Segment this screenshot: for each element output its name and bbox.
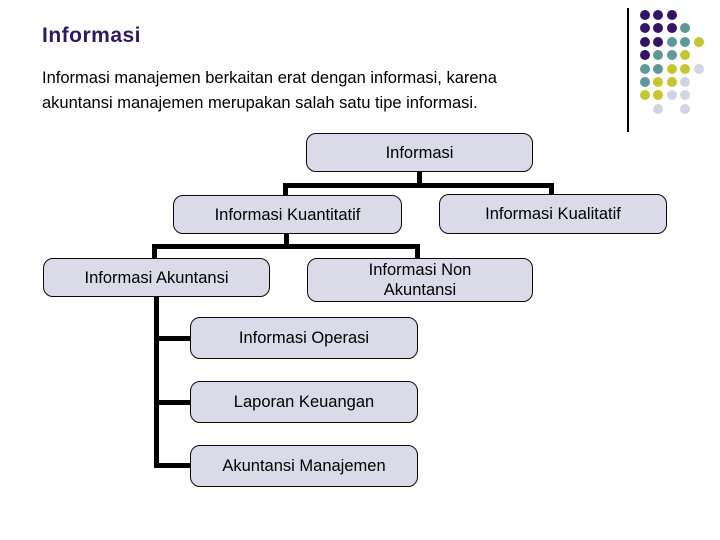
connector-kuantitatif-down xyxy=(284,234,289,246)
dot-grid-decoration xyxy=(640,10,710,120)
body-text-line-1: Informasi manajemen berkaitan erat denga… xyxy=(42,69,497,87)
deco-dot xyxy=(640,10,650,20)
deco-dot xyxy=(640,23,650,34)
deco-dot xyxy=(640,36,650,47)
connector-to-kualitatif xyxy=(549,183,554,195)
decorative-vertical-rule xyxy=(627,8,629,132)
deco-dot xyxy=(693,63,704,74)
deco-dot xyxy=(640,90,650,101)
deco-dot xyxy=(666,10,677,20)
deco-dot xyxy=(666,50,677,61)
node-informasi-non-akuntansi[interactable]: Informasi Non Akuntansi xyxy=(307,258,533,302)
node-laporan-keuangan-label: Laporan Keuangan xyxy=(233,393,375,411)
deco-dot xyxy=(680,23,691,34)
node-informasi-akuntansi[interactable]: Informasi Akuntansi xyxy=(43,258,270,297)
node-informasi-kualitatif-label: Informasi Kualitatif xyxy=(485,205,621,223)
deco-dot xyxy=(653,63,664,74)
node-akuntansi-manajemen-label: Akuntansi Manajemen xyxy=(222,457,386,475)
node-informasi-label: Informasi xyxy=(385,143,454,162)
deco-dot xyxy=(666,90,677,101)
body-text: Informasi manajemen berkaitan erat denga… xyxy=(42,66,642,115)
connector-to-kuantitatif xyxy=(283,183,288,196)
node-informasi[interactable]: Informasi xyxy=(306,133,533,172)
deco-dot xyxy=(693,36,704,47)
node-informasi-operasi[interactable]: Informasi Operasi xyxy=(190,317,418,359)
node-informasi-akuntansi-label: Informasi Akuntansi xyxy=(84,268,229,287)
deco-dot xyxy=(666,36,677,47)
deco-dot xyxy=(640,50,650,61)
deco-dot xyxy=(640,77,650,87)
connector-to-akuntansi-manajemen xyxy=(154,463,191,468)
deco-dot xyxy=(653,103,664,114)
connector-level1-bar xyxy=(283,183,554,188)
connector-to-akuntansi xyxy=(152,244,157,259)
connector-level2-bar xyxy=(152,244,420,249)
node-informasi-operasi-label: Informasi Operasi xyxy=(238,329,370,347)
connector-akuntansi-trunk xyxy=(154,296,159,468)
connector-to-laporan xyxy=(154,400,191,405)
node-informasi-kualitatif[interactable]: Informasi Kualitatif xyxy=(439,194,667,234)
deco-dot xyxy=(666,63,677,74)
slide-title: Informasi xyxy=(42,24,142,47)
node-informasi-non-akuntansi-label: Informasi Non Akuntansi xyxy=(368,261,472,299)
deco-dot xyxy=(653,36,664,47)
connector-to-non-akuntansi xyxy=(415,244,420,259)
deco-dot xyxy=(680,36,691,47)
deco-dot xyxy=(653,50,664,61)
deco-dot xyxy=(680,90,691,101)
node-laporan-keuangan[interactable]: Laporan Keuangan xyxy=(190,381,418,423)
deco-dot xyxy=(640,63,650,74)
node-informasi-kuantitatif-label: Informasi Kuantitatif xyxy=(214,205,361,224)
node-informasi-kuantitatif[interactable]: Informasi Kuantitatif xyxy=(173,195,402,234)
deco-dot xyxy=(653,10,664,20)
deco-dot xyxy=(680,77,691,87)
deco-dot xyxy=(680,50,691,61)
deco-dot xyxy=(680,63,691,74)
body-text-line-2: akuntansi manajemen merupakan salah satu… xyxy=(42,93,478,112)
deco-dot xyxy=(653,90,664,101)
connector-to-operasi xyxy=(154,336,191,341)
deco-dot xyxy=(666,77,677,87)
deco-dot xyxy=(680,103,691,114)
deco-dot xyxy=(653,77,664,87)
deco-dot xyxy=(653,23,664,34)
node-akuntansi-manajemen[interactable]: Akuntansi Manajemen xyxy=(190,445,418,487)
deco-dot xyxy=(666,23,677,34)
connector-root-down xyxy=(417,170,422,184)
